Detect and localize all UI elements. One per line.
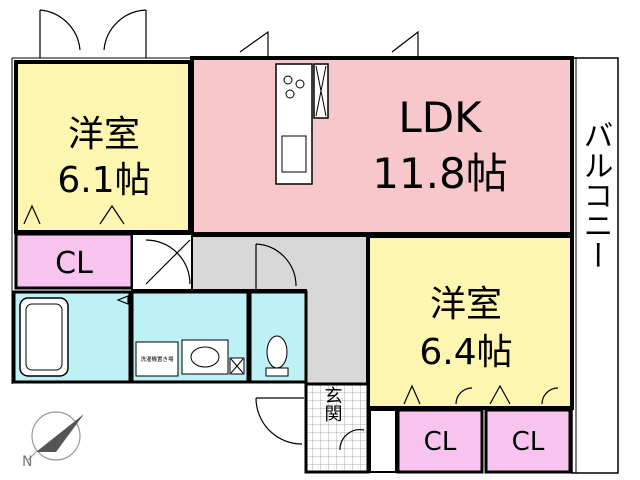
- balcony: [571, 57, 619, 474]
- washer-space-label: 洗濯機置き場: [140, 355, 174, 363]
- western-room-2: [366, 234, 574, 410]
- western-room-1: [14, 60, 192, 234]
- closet-3: [484, 408, 572, 474]
- kitchen-counter: [275, 63, 329, 185]
- ldk-room: [190, 56, 574, 236]
- ldk-size: 11.8帖: [372, 149, 508, 198]
- storage-box: [369, 409, 397, 473]
- ldk-name: LDK: [398, 93, 483, 142]
- compass-north-label: N: [22, 454, 32, 470]
- western-room-2-size: 6.4帖: [419, 332, 512, 373]
- washer-space: [135, 341, 179, 377]
- compass: [27, 411, 84, 461]
- closet-2-label: CL: [424, 427, 457, 457]
- entrance-label: 玄関: [322, 386, 343, 422]
- doors: [23, 9, 559, 451]
- washbasin: [181, 339, 245, 375]
- western-room-1-name: 洋室: [68, 114, 140, 155]
- western-room-2-name: 洋室: [430, 284, 502, 325]
- bathtub: [19, 297, 69, 377]
- closet-3-label: CL: [512, 427, 545, 457]
- closet-2: [396, 408, 484, 474]
- toilet: [265, 335, 289, 377]
- balcony-label: バルコニー: [578, 120, 613, 270]
- entrance: [304, 382, 370, 474]
- western-room-1-size: 6.1帖: [57, 160, 150, 201]
- closet-1-label: CL: [55, 246, 93, 281]
